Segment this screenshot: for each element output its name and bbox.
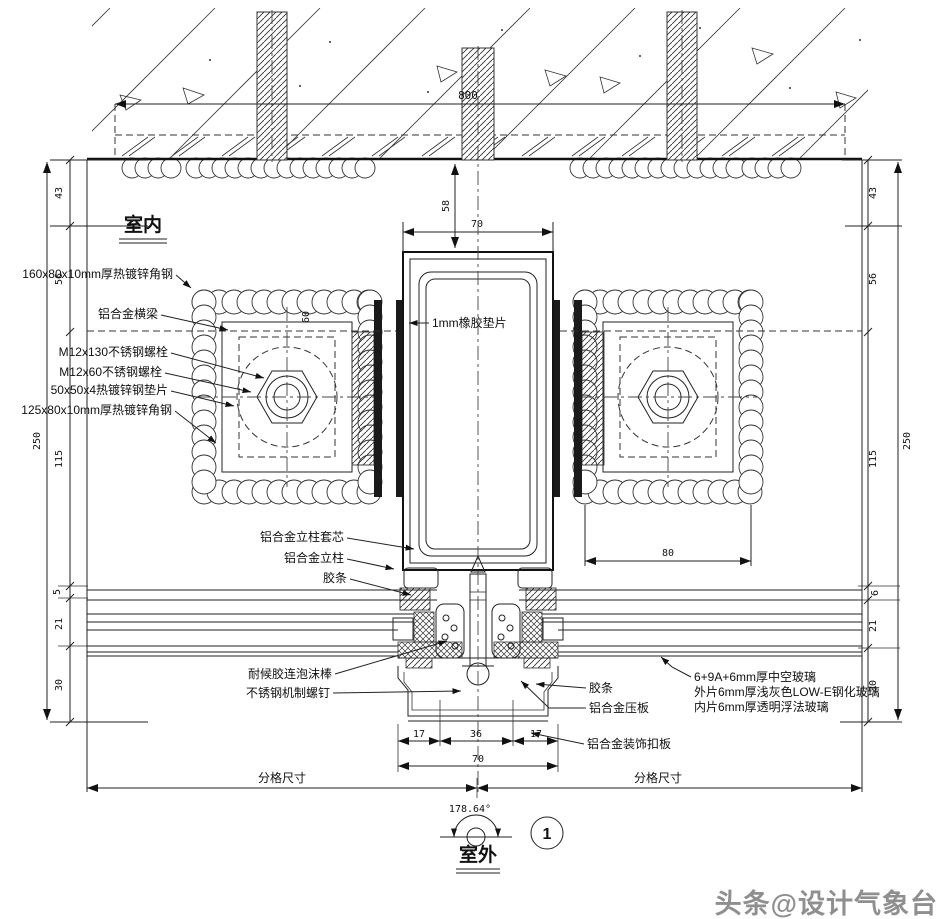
shim-bar [574, 300, 582, 497]
dim-right-2: 56 [868, 273, 879, 285]
dim-mullion-top-offset: 58 [441, 200, 452, 212]
dim-left-2: 56 [54, 273, 65, 285]
label-bolt-m12x130: M12x130不锈钢螺栓 [59, 344, 168, 359]
dim-beam-offset: 60 [301, 311, 312, 323]
detail-number-bubble: 1 [530, 816, 564, 850]
dim-grid-right: 分格尺寸 [634, 770, 682, 785]
dim-angle: 178.64° [449, 804, 491, 815]
sealant-band-right [493, 641, 559, 659]
gasket-bar [552, 300, 560, 497]
dim-left-4: 5 [52, 589, 63, 595]
spacer-right [521, 611, 543, 643]
dim-left-total: 250 [32, 432, 43, 450]
rubber-strip-left [399, 587, 431, 611]
angle-symbol: 178.64° [440, 804, 512, 847]
left-stud [256, 10, 288, 162]
right-bracket-assembly [552, 300, 758, 497]
gasket-bar [396, 300, 404, 497]
dim-cover-1: 17 [413, 729, 425, 740]
right-dim-chain: 43 56 115 6 21 30 250 [840, 155, 913, 727]
label-gasket-1mm: 1mm橡胶垫片 [432, 315, 507, 330]
plate-gasket-right [523, 657, 551, 669]
left-bracket-assembly [197, 300, 404, 497]
dim-top-width: 800 [458, 89, 478, 102]
dim-left-3: 115 [54, 450, 65, 468]
label-mullion: 铝合金立柱 [284, 550, 344, 565]
dim-right-total: 250 [902, 432, 913, 450]
concrete-dots [209, 27, 861, 93]
label-weather-sealant: 耐候胶连泡沫棒 [248, 666, 332, 681]
annotations: 160x80x10mm厚热镀锌角钢 铝合金横梁 M12x130不锈钢螺栓 M12… [21, 267, 880, 751]
dim-right-6: 30 [868, 680, 879, 692]
label-glass-line1: 6+9A+6mm厚中空玻璃 [694, 669, 816, 684]
dim-mullion-width: 70 [471, 219, 483, 230]
dim-right-5: 21 [868, 620, 879, 632]
orientation-labels: 室内 室外 [119, 213, 500, 874]
label-machine-screw: 不锈钢机制螺钉 [246, 686, 330, 700]
connector-plate [351, 331, 375, 466]
label-angle-steel-160: 160x80x10mm厚热镀锌角钢 [22, 267, 173, 281]
watermark: 头条@设计气象台 [714, 889, 938, 919]
dim-right-1: 43 [868, 187, 879, 199]
connector-plate [581, 331, 605, 466]
dim-right-4: 6 [870, 590, 881, 596]
rubber-strip-right [525, 587, 557, 611]
dim-left-5: 21 [54, 618, 65, 630]
label-cover-plate: 铝合金装饰扣板 [587, 736, 671, 751]
dim-grid-left: 分格尺寸 [258, 770, 306, 785]
label-bolt-m12x60: M12x60不锈钢螺栓 [59, 364, 162, 379]
concrete-hatch-lines [92, 8, 868, 158]
label-alu-beam: 铝合金横梁 [98, 306, 158, 321]
spacer-left [413, 611, 435, 643]
right-stud [666, 10, 698, 162]
side-box-right [542, 617, 564, 641]
side-box-left [392, 617, 414, 641]
glass-assembly [86, 554, 863, 722]
dim-cover-2: 36 [470, 729, 482, 740]
label-angle-steel-125: 125x80x10mm厚热镀锌角钢 [21, 403, 172, 417]
center-joint [392, 554, 564, 686]
detail-number: 1 [543, 826, 552, 843]
label-washer-50: 50x50x4热镀锌钢垫片 [51, 382, 168, 397]
glass-panes-left [86, 589, 437, 657]
dim-left-6: 30 [54, 679, 65, 691]
label-rubber-strip-top: 胶条 [323, 570, 347, 585]
shim-bar [374, 300, 382, 497]
label-glass-line2: 外片6mm厚浅灰色LOW-E钢化玻璃 [694, 685, 880, 699]
label-pressure-plate: 铝合金压板 [589, 700, 649, 715]
label-rubber-strip-bottom: 胶条 [589, 680, 613, 695]
glass-panes-right [519, 589, 863, 657]
leader-lines [160, 274, 692, 745]
left-dim-chain: 43 56 115 5 21 30 250 [32, 155, 148, 727]
label-glass-line3: 内片6mm厚透明浮法玻璃 [694, 700, 829, 714]
anchor-studs [256, 10, 698, 162]
label-outdoor: 室外 [459, 843, 497, 866]
dimensions: 800 70 58 60 80 43 56 115 5 [32, 89, 913, 798]
plate-gasket-left [405, 657, 433, 669]
label-core-sleeve: 铝合金立柱套芯 [260, 529, 344, 544]
dim-bracket-width: 80 [662, 548, 674, 559]
cover-dims: 17 36 17 70 [397, 700, 559, 772]
grid-size-dims: 分格尺寸 分格尺寸 [86, 160, 863, 798]
label-indoor: 室内 [124, 213, 162, 236]
dim-right-3: 115 [868, 450, 879, 468]
weld-beads-and-coils [121, 157, 802, 505]
dim-left-1: 43 [54, 187, 65, 199]
